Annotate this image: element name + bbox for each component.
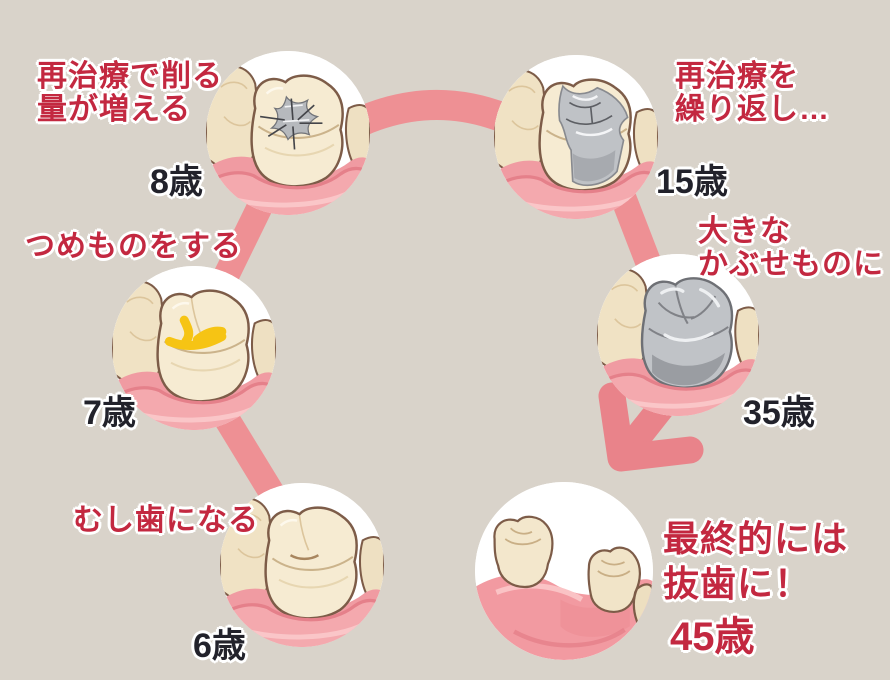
caption-line: 最終的には xyxy=(663,518,849,559)
stage-circle-age35 xyxy=(597,254,759,416)
caption-line: むし歯になる xyxy=(73,504,259,537)
arrow-35-to-45-head xyxy=(598,382,704,472)
age-label-35: 35歳 xyxy=(743,394,815,432)
caption-line: 抜歯に！ xyxy=(663,563,812,604)
stage-caption-age15: 再治療を 繰り返し… xyxy=(675,60,830,126)
stage-caption-age35: 大きな かぶせものに xyxy=(698,215,884,281)
caption-line: 繰り返し… xyxy=(675,93,830,126)
missing-tooth-gap-illustration xyxy=(475,482,653,660)
stage-circle-age45 xyxy=(475,482,653,660)
stage-caption-age7: つめものをする xyxy=(25,230,242,263)
stage-circle-age6 xyxy=(220,483,384,647)
caption-line: かぶせものに xyxy=(698,248,884,281)
stage-circle-age8 xyxy=(206,51,370,215)
age-label-8: 8歳 xyxy=(150,163,203,201)
age-label-15: 15歳 xyxy=(656,163,728,201)
age-label-45: 45歳 xyxy=(670,615,755,659)
caption-line: つめものをする xyxy=(25,230,242,263)
stage-circle-age7 xyxy=(112,266,276,430)
stage-caption-age45: 最終的には 抜歯に！ xyxy=(663,516,848,606)
age-label-7: 7歳 xyxy=(83,394,136,432)
caption-line: 再治療で削る xyxy=(37,60,223,93)
connector-6-to-7 xyxy=(208,401,287,505)
healthy-molar-illustration xyxy=(220,483,384,647)
age-label-6: 6歳 xyxy=(193,627,246,665)
molar-with-yellow-filling-illustration xyxy=(112,266,276,430)
molar-with-silver-filling-illustration xyxy=(206,51,370,215)
stage-circle-age15 xyxy=(494,55,658,219)
stage-caption-age8: 再治療で削る 量が増える xyxy=(37,60,223,126)
caption-line: 大きな xyxy=(698,215,791,248)
molar-with-large-silver-filling-illustration xyxy=(494,55,658,219)
connector-8-to-15 xyxy=(353,89,510,136)
caption-line: 量が増える xyxy=(37,93,192,126)
molar-with-full-silver-crown-illustration xyxy=(597,254,759,416)
stage-caption-age6: むし歯になる xyxy=(73,504,259,537)
caption-line: 再治療を xyxy=(675,60,799,93)
